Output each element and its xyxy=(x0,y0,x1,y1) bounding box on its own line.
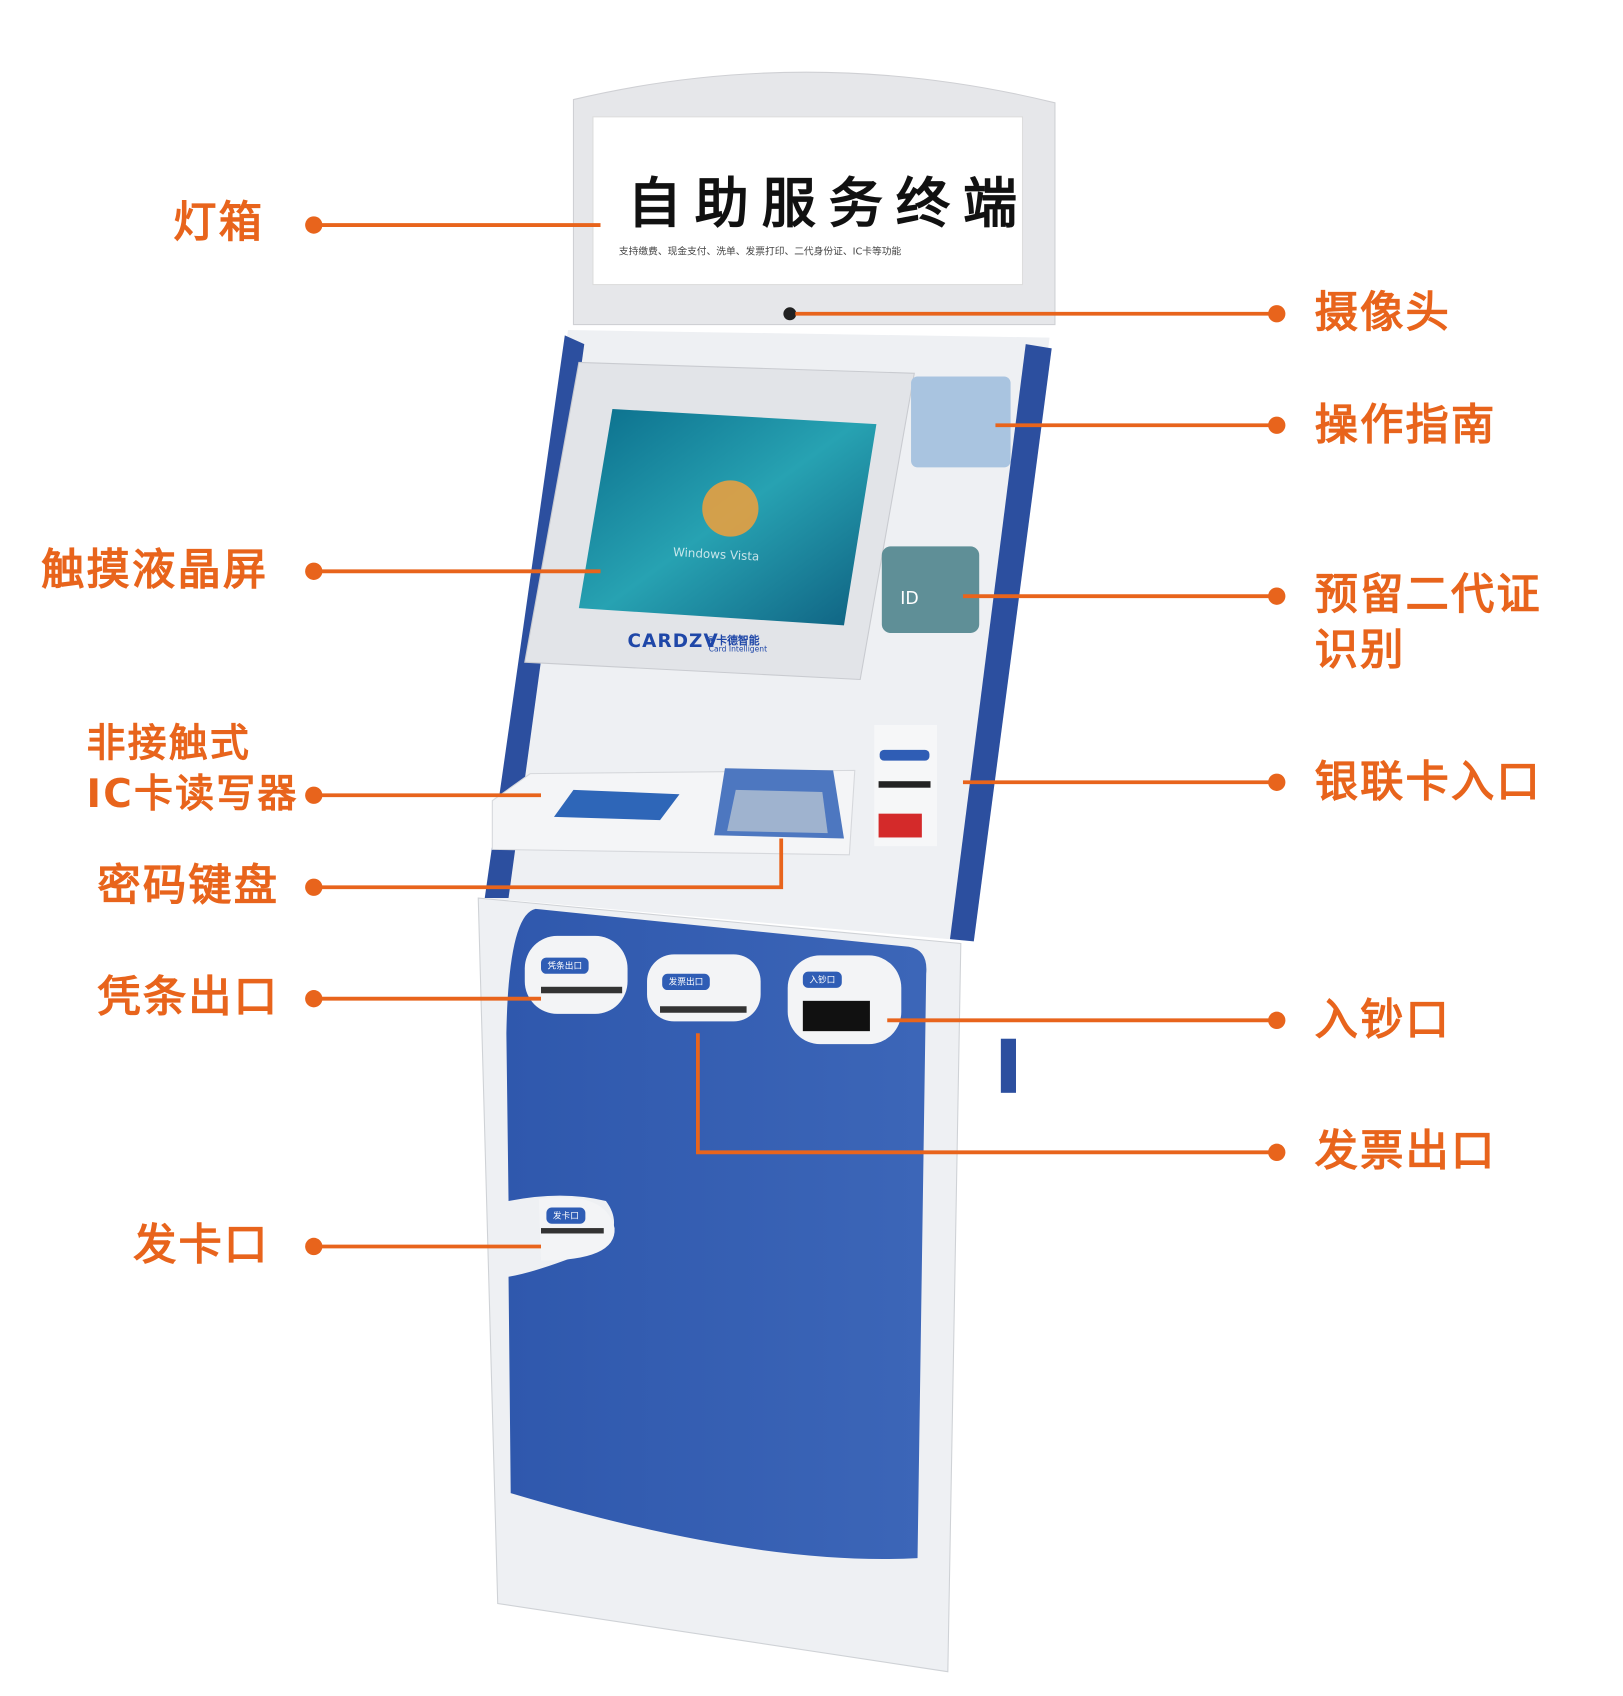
receipt-slot-label: 凭条出口 xyxy=(541,957,589,974)
label-lightbox: 灯箱 xyxy=(173,198,265,248)
label-ic-reader-2: IC卡读写器 xyxy=(86,772,299,817)
label-guide: 操作指南 xyxy=(1314,400,1497,451)
label-id-1: 预留二代证 xyxy=(1314,570,1542,620)
windows-logo-icon xyxy=(702,480,759,537)
label-id-2: 识别 xyxy=(1314,625,1406,676)
receipt-slot xyxy=(541,986,623,994)
camera xyxy=(783,307,797,321)
callout-dots xyxy=(305,216,1286,1256)
sign-title: 自助服务终端 xyxy=(627,170,1031,235)
brand-cn: ®卡德智能 xyxy=(705,635,760,648)
right-blue-side xyxy=(949,344,1052,942)
label-invoice: 发票出口 xyxy=(1314,1126,1497,1177)
cash-slot xyxy=(802,1000,870,1032)
label-camera: 摄像头 xyxy=(1314,287,1451,338)
label-touchscreen: 触摸液晶屏 xyxy=(41,545,269,596)
id-text-icon: ID xyxy=(900,589,918,609)
invoice-slot-label: 发票出口 xyxy=(662,973,710,991)
id-reader-plate xyxy=(881,546,980,633)
line-keypad xyxy=(313,838,784,890)
label-cash-in: 入钞口 xyxy=(1314,995,1451,1046)
nfc-pad xyxy=(553,789,680,821)
callout-lines xyxy=(313,223,1277,1249)
line-invoice xyxy=(695,1033,1277,1155)
brand-logo: CARDZV xyxy=(627,630,719,653)
sign-subtitle: 支持缴费、现金支付、洗单、发票打印、二代身份证、IC卡等功能 xyxy=(618,246,902,258)
unionpay-logo xyxy=(878,813,922,838)
blue-front-panel xyxy=(506,908,927,1559)
cash-slot-label: 入钞口 xyxy=(802,971,842,988)
guide-plate xyxy=(911,376,1011,468)
sign-panel xyxy=(592,116,1024,286)
receipt-slot-bezel xyxy=(524,935,628,1014)
label-receipt: 凭条出口 xyxy=(97,972,280,1023)
label-ic-reader-1: 非接触式 xyxy=(86,721,252,767)
label-keypad: 密码键盘 xyxy=(97,861,280,912)
brand-en: Card Intelligent xyxy=(708,644,768,654)
card-issue-slot xyxy=(541,1228,604,1234)
label-unionpay: 银联卡入口 xyxy=(1314,757,1542,808)
invoice-slot xyxy=(660,1006,747,1013)
label-card-issue: 发卡口 xyxy=(133,1220,270,1271)
card-slot xyxy=(878,781,931,788)
card-slot-label: 发卡口 xyxy=(546,1207,586,1224)
